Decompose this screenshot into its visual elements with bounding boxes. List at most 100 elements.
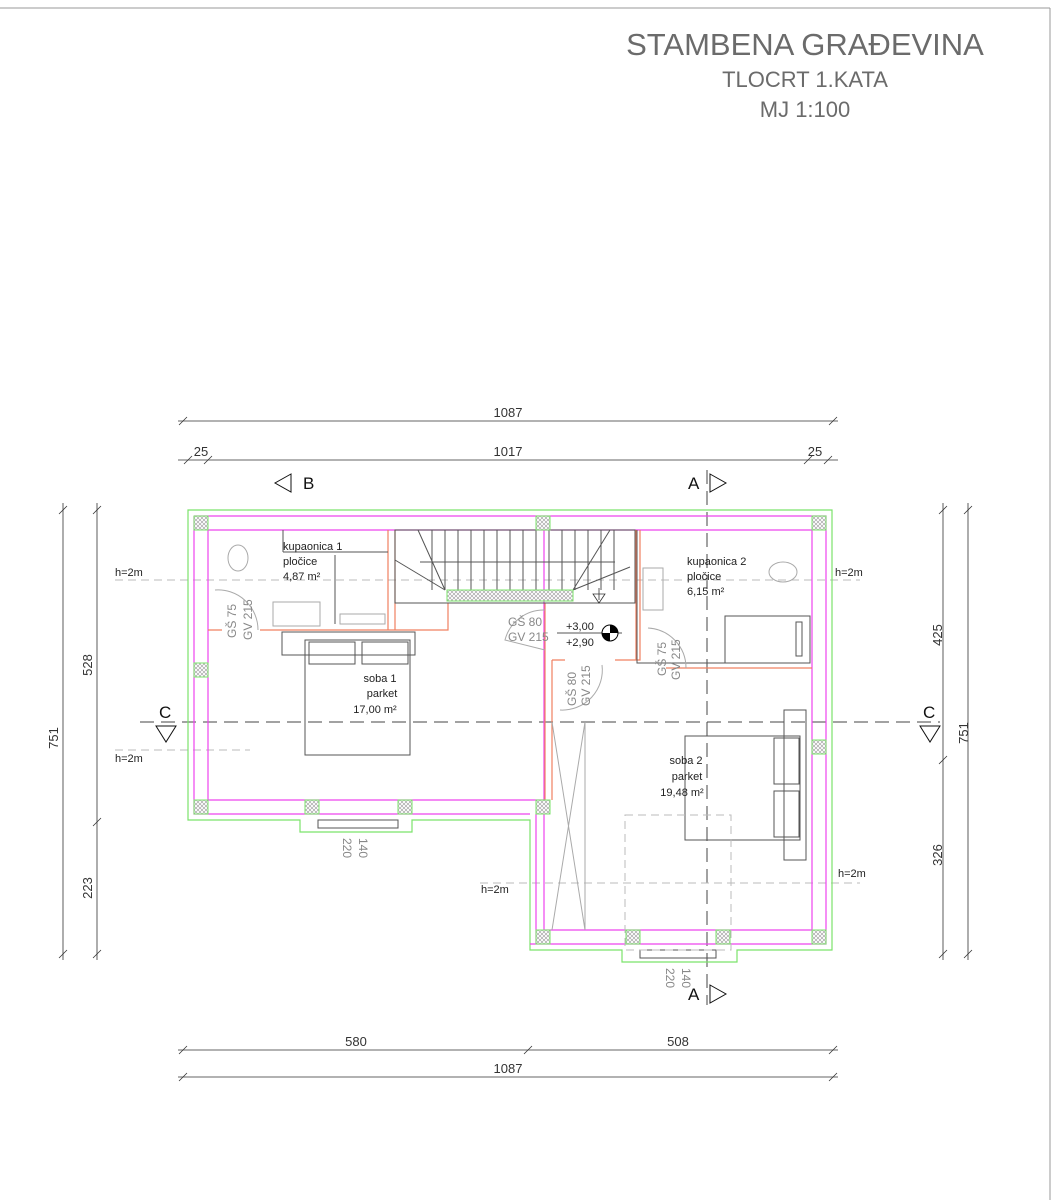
window-right-width: 140 [679, 968, 693, 988]
column [811, 515, 827, 531]
drawing-title: STAMBENA GRAĐEVINA [626, 27, 984, 62]
dim-left-total: 751 [46, 727, 61, 749]
column [535, 515, 551, 531]
column [397, 799, 413, 815]
dim-top-left-wall: 25 [194, 444, 208, 459]
door-label: GV 215 [241, 599, 255, 640]
dim-right-total: 751 [956, 722, 971, 744]
title-block: STAMBENA GRAĐEVINA TLOCRT 1.KATA MJ 1:10… [626, 27, 984, 122]
door-swing-icon [647, 627, 687, 669]
toilet-icon [768, 561, 798, 583]
toilet-icon [227, 544, 249, 572]
room-name: kupaonica 1 [283, 541, 342, 553]
height-label: h=2m [481, 884, 509, 896]
room-floor: pločice [687, 571, 721, 583]
dim-top-total: 1087 [494, 405, 523, 420]
section-b-arrow-icon [273, 473, 292, 493]
section-c-left-label: C [159, 703, 171, 722]
room-area: 19,48 m² [660, 787, 704, 799]
door-label: GŠ 75 [654, 642, 669, 676]
structural-columns [193, 515, 827, 945]
windows: 140 220 140 220 [317, 819, 717, 988]
dimensions-bottom: 580 508 1087 [178, 1034, 838, 1082]
dim-top-right-wall: 25 [808, 444, 822, 459]
room-floor: pločice [283, 556, 317, 568]
column [193, 799, 209, 815]
window-right-height: 220 [663, 968, 677, 988]
section-c-left-arrow-icon [155, 725, 177, 743]
room-kupaonica-1: kupaonica 1 pločice 4,87 m² [283, 541, 342, 583]
dimensions-right: 425 326 751 [930, 503, 973, 960]
section-a-bottom-label: A [688, 985, 700, 1004]
section-c-right-arrow-icon [919, 725, 941, 743]
room-floor: parket [672, 771, 703, 783]
height-label: h=2m [838, 868, 866, 880]
dim-left-lower: 223 [80, 877, 95, 899]
dim-left-upper: 528 [80, 654, 95, 676]
height-label: h=2m [115, 567, 143, 579]
room-name: soba 1 [363, 673, 396, 685]
door-swing-icon [559, 664, 603, 711]
dim-bottom-right: 508 [667, 1034, 689, 1049]
dim-right-lower: 326 [930, 844, 945, 866]
column [535, 799, 551, 815]
level-marker: +3,00 +2,90 [557, 621, 622, 649]
bed-soba-1 [304, 639, 411, 756]
section-a-top-label: A [688, 474, 700, 493]
drawing-subtitle: TLOCRT 1.KATA [722, 67, 888, 92]
door-label: GŠ 80 [508, 614, 542, 629]
stair-direction-arrow-icon [592, 588, 606, 604]
height-label: h=2m [835, 567, 863, 579]
level-upper: +3,00 [566, 621, 594, 633]
dimensions-top: 1087 1017 25 25 [178, 405, 838, 465]
sink-icon [642, 567, 664, 611]
window-left-height: 220 [340, 838, 354, 858]
column [715, 929, 731, 945]
drawing-scale: MJ 1:100 [760, 97, 851, 122]
section-a-top-arrow-icon [709, 473, 728, 493]
door-label: GŠ 80 [564, 672, 579, 706]
room-kupaonica-2: kupaonica 2 pločice 6,15 m² [687, 556, 746, 598]
section-markers: B A A C C [155, 473, 941, 1004]
room-area: 6,15 m² [687, 586, 725, 598]
column [193, 515, 209, 531]
door-label: GV 215 [669, 639, 683, 680]
room-area: 17,00 m² [353, 704, 397, 716]
column [193, 662, 209, 678]
door-swing-icon [504, 609, 546, 651]
column [811, 739, 827, 755]
door-label: GŠ 75 [224, 604, 239, 638]
bathtub-icon [724, 615, 811, 664]
dim-top-inner: 1017 [494, 444, 523, 459]
window-left-width: 140 [356, 838, 370, 858]
room-name: soba 2 [669, 755, 702, 767]
dim-bottom-total: 1087 [494, 1061, 523, 1076]
shower-tray-icon [339, 613, 386, 625]
dimensions-left: 751 528 223 [46, 503, 102, 960]
level-lower: +2,90 [566, 637, 594, 649]
column [535, 929, 551, 945]
section-lines [140, 470, 940, 1005]
staircase [394, 529, 636, 604]
bed-soba-2 [684, 735, 801, 841]
room-area: 4,87 m² [283, 571, 321, 583]
section-b-label: B [303, 474, 314, 493]
level-symbol-icon [601, 624, 619, 642]
section-c-right-label: C [923, 703, 935, 722]
sheet-border [0, 7, 1051, 1200]
furniture [227, 530, 811, 951]
column [625, 929, 641, 945]
column [811, 929, 827, 945]
column [304, 799, 320, 815]
dim-right-upper: 425 [930, 624, 945, 646]
room-name: kupaonica 2 [687, 556, 746, 568]
room-soba-2: soba 2 parket 19,48 m² [660, 755, 704, 799]
doors: GŠ 75 GV 215 GŠ 80 GV 215 GŠ 80 GV 215 G… [214, 589, 687, 711]
room-floor: parket [367, 688, 398, 700]
height-label: h=2m [115, 753, 143, 765]
room-soba-1: soba 1 parket 17,00 m² [353, 673, 397, 716]
room-labels: kupaonica 1 pločice 4,87 m² kupaonica 2 … [283, 541, 746, 799]
dim-bottom-left: 580 [345, 1034, 367, 1049]
door-swing-icon [214, 589, 259, 631]
